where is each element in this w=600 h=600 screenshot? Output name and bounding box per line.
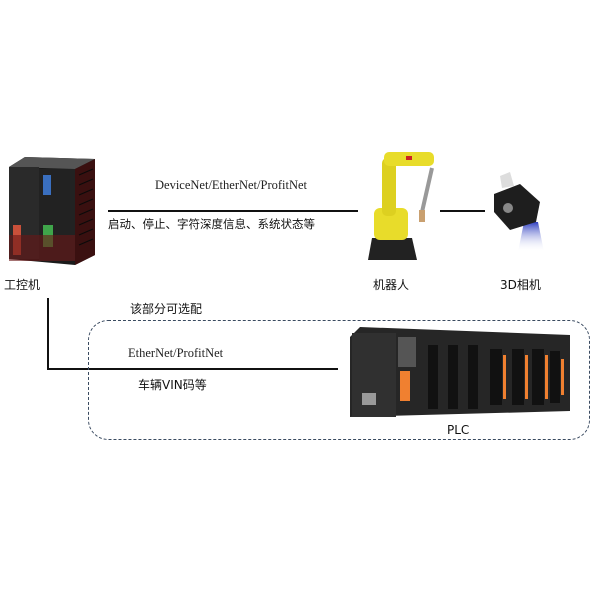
camera-image xyxy=(480,172,550,267)
camera-label: 3D相机 xyxy=(500,278,541,292)
ipc-plc-link-horizontal xyxy=(47,368,338,370)
plc-label: PLC xyxy=(447,423,470,437)
bottom-protocol-label: EtherNet/ProfitNet xyxy=(128,346,224,360)
bottom-signals-label: 车辆VIN码等 xyxy=(138,378,207,392)
top-protocol-label: DeviceNet/EtherNet/ProfitNet xyxy=(155,178,308,192)
top-signals-label: 启动、停止、字符深度信息、系统状态等 xyxy=(108,217,315,231)
ipc-robot-link xyxy=(108,210,358,212)
optional-group-box xyxy=(88,320,590,440)
ipc-label: 工控机 xyxy=(4,278,41,292)
ipc-plc-link-vertical xyxy=(47,298,49,370)
plc-image xyxy=(348,323,570,418)
robot-label: 机器人 xyxy=(373,278,410,292)
robot-image xyxy=(362,148,452,266)
robot-camera-link xyxy=(440,210,485,212)
optional-note: 该部分可选配 xyxy=(130,302,203,316)
ipc-image xyxy=(5,155,95,267)
